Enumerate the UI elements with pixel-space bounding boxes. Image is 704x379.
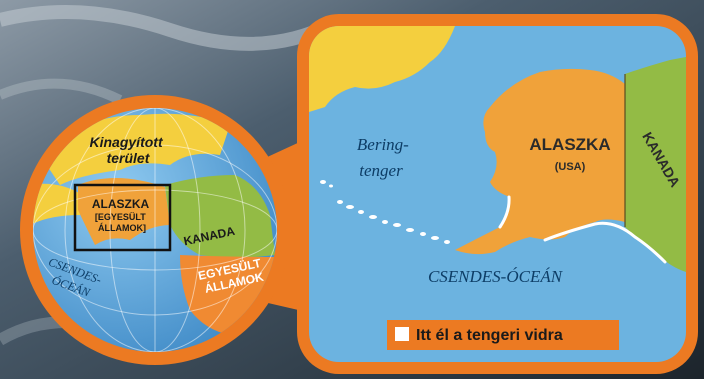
otter-habitat-coast [498,195,667,264]
map-legend: Itt él a tengeri vidra [387,320,619,350]
globe-land-arctic [40,113,230,185]
map-canada [625,57,686,272]
map-sea-label: Bering- tenger [357,135,413,180]
map-ocean-label: CSENDES-ÓCEÁN [428,267,564,286]
map-alaska [455,68,625,255]
zoom-rectangle [73,183,172,252]
map-land-siberia [309,26,455,112]
alaska-map: Bering- tenger ALASZKA (USA) KANADA CSEN… [297,14,698,374]
zoom-caption: Kinagyított terület [90,134,167,166]
globe-alaska [78,177,170,245]
legend-label: Itt él a tengeri vidra [416,327,563,344]
map-alaska-sub-label: (USA) [555,161,586,173]
map-alaska-label: ALASZKA [529,135,610,154]
globe-alaska-label: ALASZKA [EGYESÜLT ÁLLAMOK] [92,197,152,233]
aleutian-islands [320,180,450,244]
globe-map: Kinagyított terület ALASZKA [EGYESÜLT ÁL… [20,95,320,365]
legend-swatch [395,327,409,341]
globe-canada [165,175,275,258]
